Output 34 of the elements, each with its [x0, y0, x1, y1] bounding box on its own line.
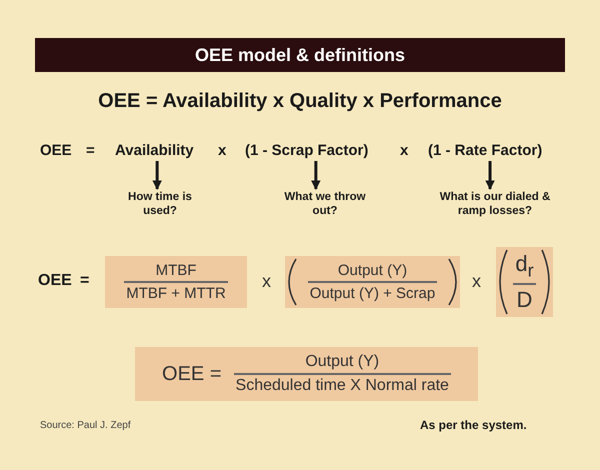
- formula-box: [496, 247, 553, 317]
- multiply-sign: x: [472, 271, 481, 292]
- denominator: D: [516, 287, 534, 314]
- multiply-sign: x: [262, 271, 271, 292]
- question-text: What is our dialed & ramp losses?: [425, 190, 565, 218]
- arrow: [311, 161, 321, 190]
- formula-box: [285, 256, 460, 308]
- note: As per the system.: [420, 418, 527, 432]
- formula-term: OEE =: [162, 362, 222, 386]
- formula-term: Availability: [115, 142, 194, 159]
- denominator: Output (Y) + Scrap: [308, 285, 436, 302]
- numerator: Output (Y): [336, 262, 408, 279]
- question-text: How time is used?: [115, 190, 205, 218]
- denominator: MTBF + MTTR: [125, 285, 227, 302]
- denominator: Scheduled time X Normal rate: [234, 377, 450, 395]
- formula-term: OEE: [38, 272, 72, 290]
- multiply-sign: x: [400, 142, 408, 159]
- title-bar: OEE model & definitions: [35, 38, 565, 72]
- question-text: What we throw out?: [280, 190, 370, 218]
- formula-box: [135, 347, 478, 401]
- numerator: d$_{r}$: [514, 250, 535, 282]
- numerator: MTBF: [154, 262, 198, 279]
- equals-sign: =: [86, 142, 95, 159]
- numerator: Output (Y): [304, 353, 380, 371]
- arrow: [485, 161, 495, 190]
- formula-term: OEE: [40, 142, 72, 159]
- source-note: Source: Paul J. Zepf: [40, 420, 131, 431]
- formula-term: (1 - Rate Factor): [428, 142, 542, 159]
- arrow: [152, 161, 162, 190]
- formula-heading: OEE = Availability x Quality x Performance: [97, 90, 503, 113]
- equals-sign: =: [80, 272, 90, 290]
- multiply-sign: x: [218, 142, 226, 159]
- formula-term: (1 - Scrap Factor): [245, 142, 368, 159]
- formula-box: [105, 256, 247, 308]
